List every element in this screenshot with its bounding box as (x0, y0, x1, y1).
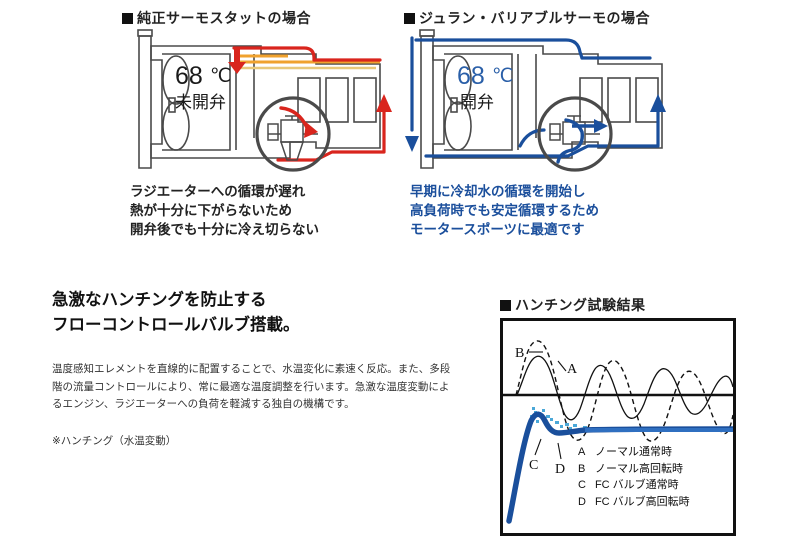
chart-heading: ハンチング試験結果 (500, 295, 646, 315)
right-caption-line-1: 早期に冷却水の循環を開始し (410, 184, 586, 199)
hunting-note: ※ハンチング（水温変動） (52, 435, 177, 447)
label-d-leader (557, 442, 562, 460)
legend-label-c: FC バルブ通常時 (594, 479, 679, 491)
feature-heading-line-1: 急激なハンチングを防止する (52, 291, 267, 309)
label-c-leader (534, 438, 542, 456)
legend-row: C FC バルブ通常時 (578, 477, 690, 494)
right-panel-heading-text: ジュラン・バリアブルサーモの場合 (419, 10, 651, 26)
legend-key-c: C (578, 479, 586, 491)
series-a-line (516, 355, 733, 421)
chart-heading-text: ハンチング試験結果 (515, 297, 646, 313)
series-b-line (515, 340, 733, 442)
svg-text:68: 68 (457, 62, 485, 90)
bullet-square-icon (500, 300, 511, 311)
bullet-square-icon (122, 13, 133, 24)
svg-text:℃: ℃ (210, 66, 231, 87)
svg-text:℃: ℃ (492, 66, 513, 87)
right-caption-line-3: モータースポーツに最適です (410, 222, 585, 237)
right-panel-heading: ジュラン・バリアブルサーモの場合 (404, 8, 650, 28)
chart-plot: A B C D (503, 340, 733, 524)
hunting-test-chart: A B C D A ノーマル通常時 B ノーマル高回転時 C FC バルブ通常時… (500, 318, 736, 536)
left-panel-heading-text: 純正サーモスタットの場合 (137, 10, 311, 26)
left-panel-caption: ラジエーターへの循環が遅れ 熱が十分に下がらないため 開弁後でも十分に冷え切らな… (130, 182, 319, 239)
legend-row: A ノーマル通常時 (578, 444, 690, 461)
stock-thermostat-diagram: 68 ℃ 未開弁 (137, 29, 392, 172)
svg-text:未開弁: 未開弁 (175, 93, 226, 112)
legend-label-d: FC バルブ高回転時 (594, 495, 690, 508)
bullet-square-icon (404, 13, 415, 24)
svg-text:開弁: 開弁 (460, 93, 494, 112)
chart-annotation-b: B (515, 346, 524, 361)
legend-label-a: ノーマル通常時 (594, 446, 672, 458)
chart-legend: A ノーマル通常時 B ノーマル高回転時 C FC バルブ通常時 D FC バル… (578, 444, 690, 510)
left-caption-line-3: 開弁後でも十分に冷え切らない (130, 222, 319, 237)
legend-row: D FC バルブ高回転時 (578, 494, 690, 511)
feature-heading-line-2: フローコントロールバルブ搭載。 (52, 316, 300, 334)
chart-annotation-a: A (567, 362, 578, 377)
legend-key-d: D (578, 495, 586, 508)
chart-annotation-c: C (529, 458, 538, 473)
left-panel-heading: 純正サーモスタットの場合 (122, 8, 311, 28)
left-caption-line-2: 熱が十分に下がらないため (130, 203, 292, 218)
svg-text:68: 68 (175, 62, 203, 90)
legend-key-a: A (578, 446, 586, 458)
legend-label-b: ノーマル高回転時 (594, 462, 683, 475)
label-a-leader (557, 360, 567, 372)
legend-row: B ノーマル高回転時 (578, 461, 690, 478)
feature-heading: 急激なハンチングを防止する フローコントロールバルブ搭載。 (52, 288, 300, 338)
legend-key-b: B (578, 462, 586, 475)
right-panel-caption: 早期に冷却水の循環を開始し 高負荷時でも安定循環するため モータースポーツに最適… (410, 182, 599, 239)
chart-annotation-d: D (555, 462, 565, 477)
left-caption-line-1: ラジエーターへの循環が遅れ (130, 184, 306, 199)
feature-body-text: 温度感知エレメントを直線的に配置することで、水温変化に素速く反応。また、多段階の… (52, 363, 451, 410)
variable-thermo-diagram: 68 ℃ 開弁 (405, 29, 666, 172)
right-caption-line-2: 高負荷時でも安定循環するため (410, 203, 599, 218)
